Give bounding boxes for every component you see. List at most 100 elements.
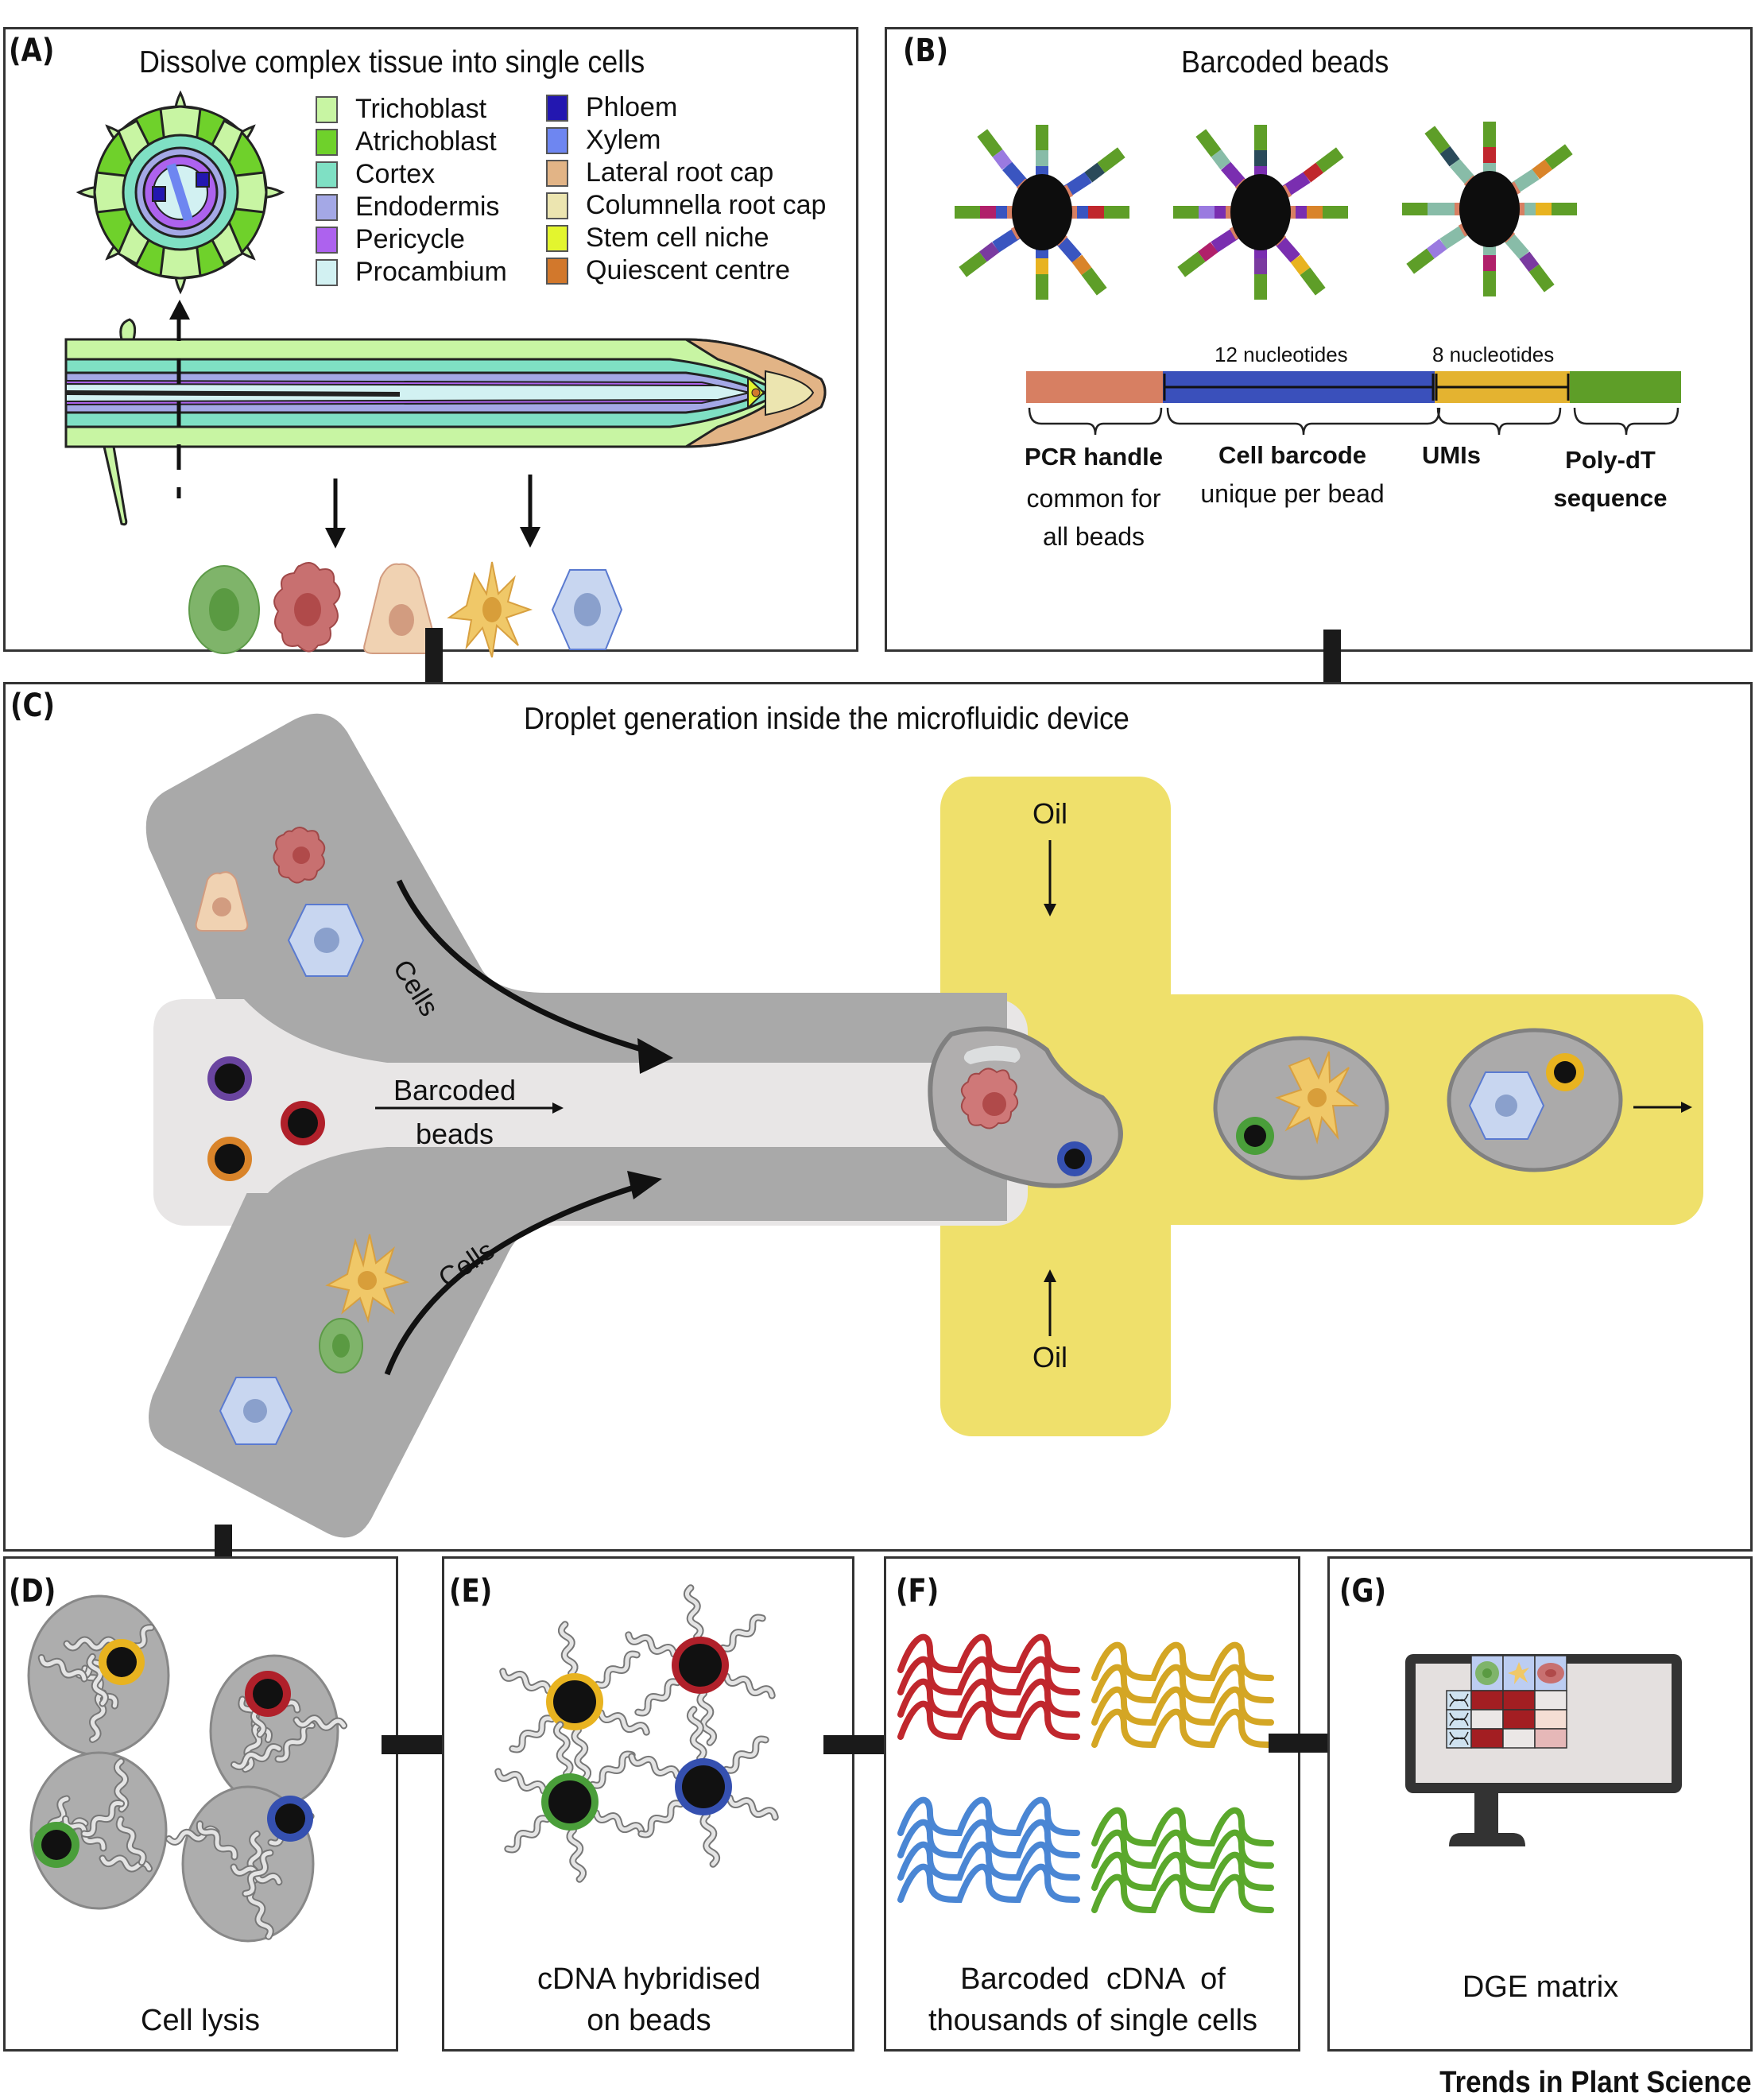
oligo-umi [1084,162,1106,183]
panel-g: (G) DGE matrix [1327,1556,1753,2052]
barcoded-beads-label-2: beads [415,1118,494,1150]
monitor-neck [1474,1793,1498,1835]
hybridised-bead [625,1584,776,1746]
panel-f-caption-2: thousands of single cells [928,2004,1258,2037]
oligo-polydt [1315,147,1344,173]
legend-label: Pericycle [355,224,465,254]
pcr-handle-label: PCR handle [1025,443,1163,471]
panel-g-caption: DGE matrix [1462,1970,1619,2004]
oligo-polydt [1195,129,1222,157]
droplet-forming [928,1026,1123,1188]
legend-item: Atrichoblast [316,126,507,158]
oligo-umi [1211,149,1231,170]
pcr-handle-desc: common for all beads [1026,484,1161,551]
legend-swatch [546,224,568,252]
cdna-wave [1091,1829,1274,1869]
cdna-wave-group [897,1796,1080,1904]
bead-icon [1402,122,1577,296]
legend-item: Procambium [316,256,507,289]
cdna-wave [897,1700,1080,1741]
oligo-polydt [1177,251,1206,277]
panel-b-title: Barcoded beads [1181,45,1389,79]
cdna-wave [1091,1851,1274,1892]
oligo-umi [1426,238,1447,259]
lysed-cell [27,1594,170,1757]
oligo-umi [1439,145,1460,167]
legend-label: Trichoblast [355,94,487,124]
legend-left: Trichoblast Atrichoblast Cortex Endoderm… [316,93,507,289]
panel-c-title: Droplet generation inside the microfluid… [524,702,1129,736]
oligo-umi [1303,162,1324,183]
poly-dt-label: Poly-dT sequence [1553,446,1668,512]
legend-swatch [546,126,568,154]
hybridised-bead [494,1721,645,1883]
legend-swatch [316,193,338,221]
oligo-polydt [959,251,987,277]
oligo-polydt [1406,248,1435,274]
cdna-wave [1091,1664,1274,1704]
hybridised-beads [494,1584,779,1883]
cdna-wave [1091,1807,1274,1847]
matrix-cell [1502,1709,1536,1730]
oligo-umi [1532,159,1553,180]
hybridised-bead [628,1706,779,1868]
oligo-polydt [1300,267,1326,296]
panel-a-label: (A) [9,33,55,69]
bead-core [1230,174,1291,250]
droplet-with-star-cell [1213,1036,1389,1180]
cell-barcode-label: Cell barcode [1218,441,1367,469]
barcode-structure-bar [1026,371,1681,436]
lower-channel-cells [219,1234,409,1445]
legend-label: Lateral root cap [586,157,774,188]
panel-a-title: Dissolve complex tissue into single cell… [139,45,645,79]
panel-e-label: (E) [449,1573,493,1610]
cdna-wave [1091,1873,1274,1914]
panel-d-label: (D) [9,1573,56,1610]
legend-swatch [546,159,568,187]
panel-c-label: (C) [10,688,56,724]
legend-item: Endodermis [316,191,507,223]
oligo-polydt [1097,147,1125,173]
microfluidic-device [145,713,1703,1538]
legend-label: Endodermis [355,192,500,222]
legend-swatch [546,94,568,122]
bead-core [1012,174,1072,250]
star-cell-icon [447,561,533,658]
panel-e-caption-1: cDNA hybridised [537,1962,761,1996]
legend-swatch [546,192,568,219]
cell-barcode-length: 12 nucleotides [1215,343,1348,366]
oligo-polydt [1081,267,1107,296]
monitor-dge-matrix [1405,1654,1682,1846]
cdna-wave [897,1633,1080,1674]
cdna-wave [897,1796,1080,1837]
segment-poly-dt [1570,371,1681,403]
matrix-cell [1470,1709,1504,1730]
legend-item: Columnella root cap [546,189,826,222]
legend-swatch [316,95,338,123]
legend-item: Trichoblast [316,93,507,126]
legend-label: Atrichoblast [355,126,497,157]
cdna-wave-group [897,1633,1080,1741]
legend-swatch [316,161,338,188]
bead-core [1459,171,1520,247]
channel-beads [207,1056,325,1181]
upper-channel-cells [195,827,365,977]
oligo-umi [1290,254,1311,276]
bead-icon [955,125,1129,300]
legend-label: Quiescent centre [586,255,791,285]
legend-item: Phloem [546,91,826,124]
cdna-wave [897,1841,1080,1881]
panel-b-label: (B) [903,33,949,69]
root-longitudinal-section [64,316,827,526]
lysed-cell [165,1785,315,1943]
single-cells-row [188,561,623,658]
oligo-polydt [1544,144,1573,170]
legend-label: Stem cell niche [586,223,769,253]
journal-footer: Trends in Plant Science [1439,2066,1752,2099]
panel-f-caption-1: Barcoded cDNA of [960,1962,1226,1996]
oligo-umi [1071,254,1092,276]
lysed-cells [27,1594,348,1943]
wavy-cell-icon [273,562,341,653]
legend-label: Cortex [355,159,436,189]
legend-label: Procambium [355,257,507,287]
